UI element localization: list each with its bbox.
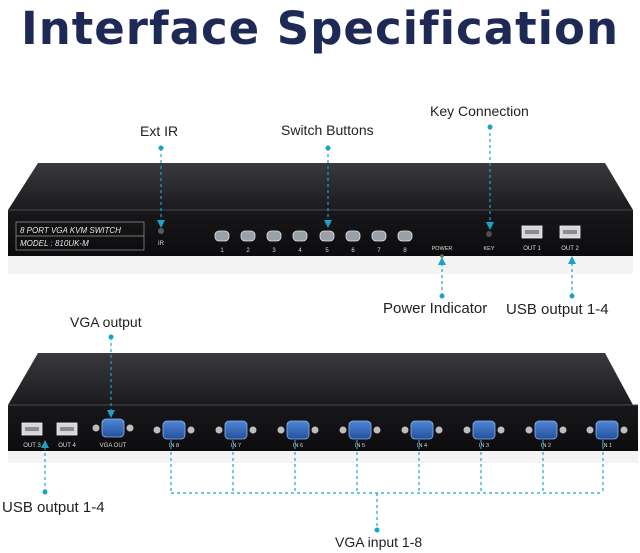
arrow-usb-back xyxy=(41,440,49,495)
switch-buttons: 1 2 3 4 5 6 7 8 xyxy=(214,230,413,254)
arrow-vga-input-bracket xyxy=(170,440,604,533)
arrow-ext-ir xyxy=(157,145,165,228)
vga-input-label: IN 5 xyxy=(355,443,365,449)
vga-input-port-in7[interactable]: IN 7 xyxy=(215,420,257,449)
page-title: Interface Specification xyxy=(21,2,619,55)
callout-vga-output: VGA output xyxy=(70,314,142,330)
vga-input-port-in4[interactable]: IN 4 xyxy=(401,420,443,449)
arrow-switch-buttons xyxy=(324,145,332,228)
callout-usb-output-front: USB output 1-4 xyxy=(506,301,609,318)
switch-button-label: 2 xyxy=(246,248,250,254)
callout-arrows xyxy=(41,124,604,533)
usb-label-out1: OUT 1 xyxy=(523,246,541,252)
vga-input-port-in2[interactable]: IN 2 xyxy=(525,420,567,449)
usb-port-out1[interactable] xyxy=(521,225,543,239)
model-name-text: 8 PORT VGA KVM SWITCH xyxy=(20,226,121,235)
ir-sensor xyxy=(158,228,164,234)
usb-label-out3: OUT 3 xyxy=(23,443,41,449)
vga-input-port-in1[interactable]: IN 1 xyxy=(586,420,628,449)
vga-input-label: IN 2 xyxy=(541,443,551,449)
vga-input-label: IN 7 xyxy=(231,443,241,449)
switch-button-5[interactable]: 5 xyxy=(319,230,335,254)
switch-button-4[interactable]: 4 xyxy=(292,230,308,254)
vga-input-port-in5[interactable]: IN 5 xyxy=(339,420,381,449)
switch-button-6[interactable]: 6 xyxy=(345,230,361,254)
switch-button-1[interactable]: 1 xyxy=(214,230,230,254)
power-label: POWER xyxy=(432,246,453,252)
switch-button-label: 6 xyxy=(351,248,355,254)
vga-input-label: IN 6 xyxy=(293,443,303,449)
model-plate xyxy=(15,221,145,251)
callout-ext-ir: Ext IR xyxy=(140,123,179,139)
switch-button-label: 8 xyxy=(403,248,407,254)
power-led xyxy=(440,254,444,258)
vga-input-ports: IN 8 IN 7 IN 6 IN 5 IN 4 IN 3 xyxy=(153,420,628,449)
vga-input-label: IN 3 xyxy=(479,443,489,449)
switch-button-3[interactable]: 3 xyxy=(266,230,282,254)
callout-vga-input: VGA input 1-8 xyxy=(335,534,423,550)
usb-label-out2: OUT 2 xyxy=(561,246,579,252)
arrow-usb-front xyxy=(568,256,576,299)
switch-button-label: 5 xyxy=(325,248,329,254)
usb-port-out2[interactable] xyxy=(559,225,581,239)
key-port xyxy=(486,231,492,237)
arrow-power-indicator xyxy=(438,257,446,299)
front-unit xyxy=(8,163,633,274)
arrow-key-connection xyxy=(486,124,494,230)
switch-button-label: 7 xyxy=(377,248,381,254)
callout-switch-buttons: Switch Buttons xyxy=(281,122,374,138)
arrow-vga-output xyxy=(107,334,115,418)
callout-power-indicator: Power Indicator xyxy=(383,300,488,317)
usb-label-out4: OUT 4 xyxy=(58,443,76,449)
key-label: KEY xyxy=(483,246,494,252)
switch-button-label: 4 xyxy=(298,248,302,254)
callout-usb-output-back: USB output 1-4 xyxy=(2,499,105,516)
vga-input-label: IN 4 xyxy=(417,443,427,449)
switch-button-label: 1 xyxy=(220,248,224,254)
vga-input-label: IN 8 xyxy=(169,443,179,449)
switch-button-7[interactable]: 7 xyxy=(371,230,387,254)
usb-port-out4[interactable] xyxy=(56,422,78,436)
vga-input-port-in8[interactable]: IN 8 xyxy=(153,420,195,449)
vga-input-port-in3[interactable]: IN 3 xyxy=(463,420,505,449)
switch-button-8[interactable]: 8 xyxy=(397,230,413,254)
ir-label: IR xyxy=(158,241,165,247)
callout-key-connection: Key Connection xyxy=(430,103,529,119)
vga-output-port[interactable] xyxy=(92,418,134,438)
vga-input-label: IN 1 xyxy=(602,443,612,449)
switch-button-2[interactable]: 2 xyxy=(240,230,256,254)
usb-port-out3[interactable] xyxy=(21,422,43,436)
model-number-text: MODEL : 810UK-M xyxy=(20,239,89,248)
vga-input-port-in6[interactable]: IN 6 xyxy=(277,420,319,449)
vga-out-label: VGA OUT xyxy=(100,443,127,449)
switch-button-label: 3 xyxy=(272,248,276,254)
